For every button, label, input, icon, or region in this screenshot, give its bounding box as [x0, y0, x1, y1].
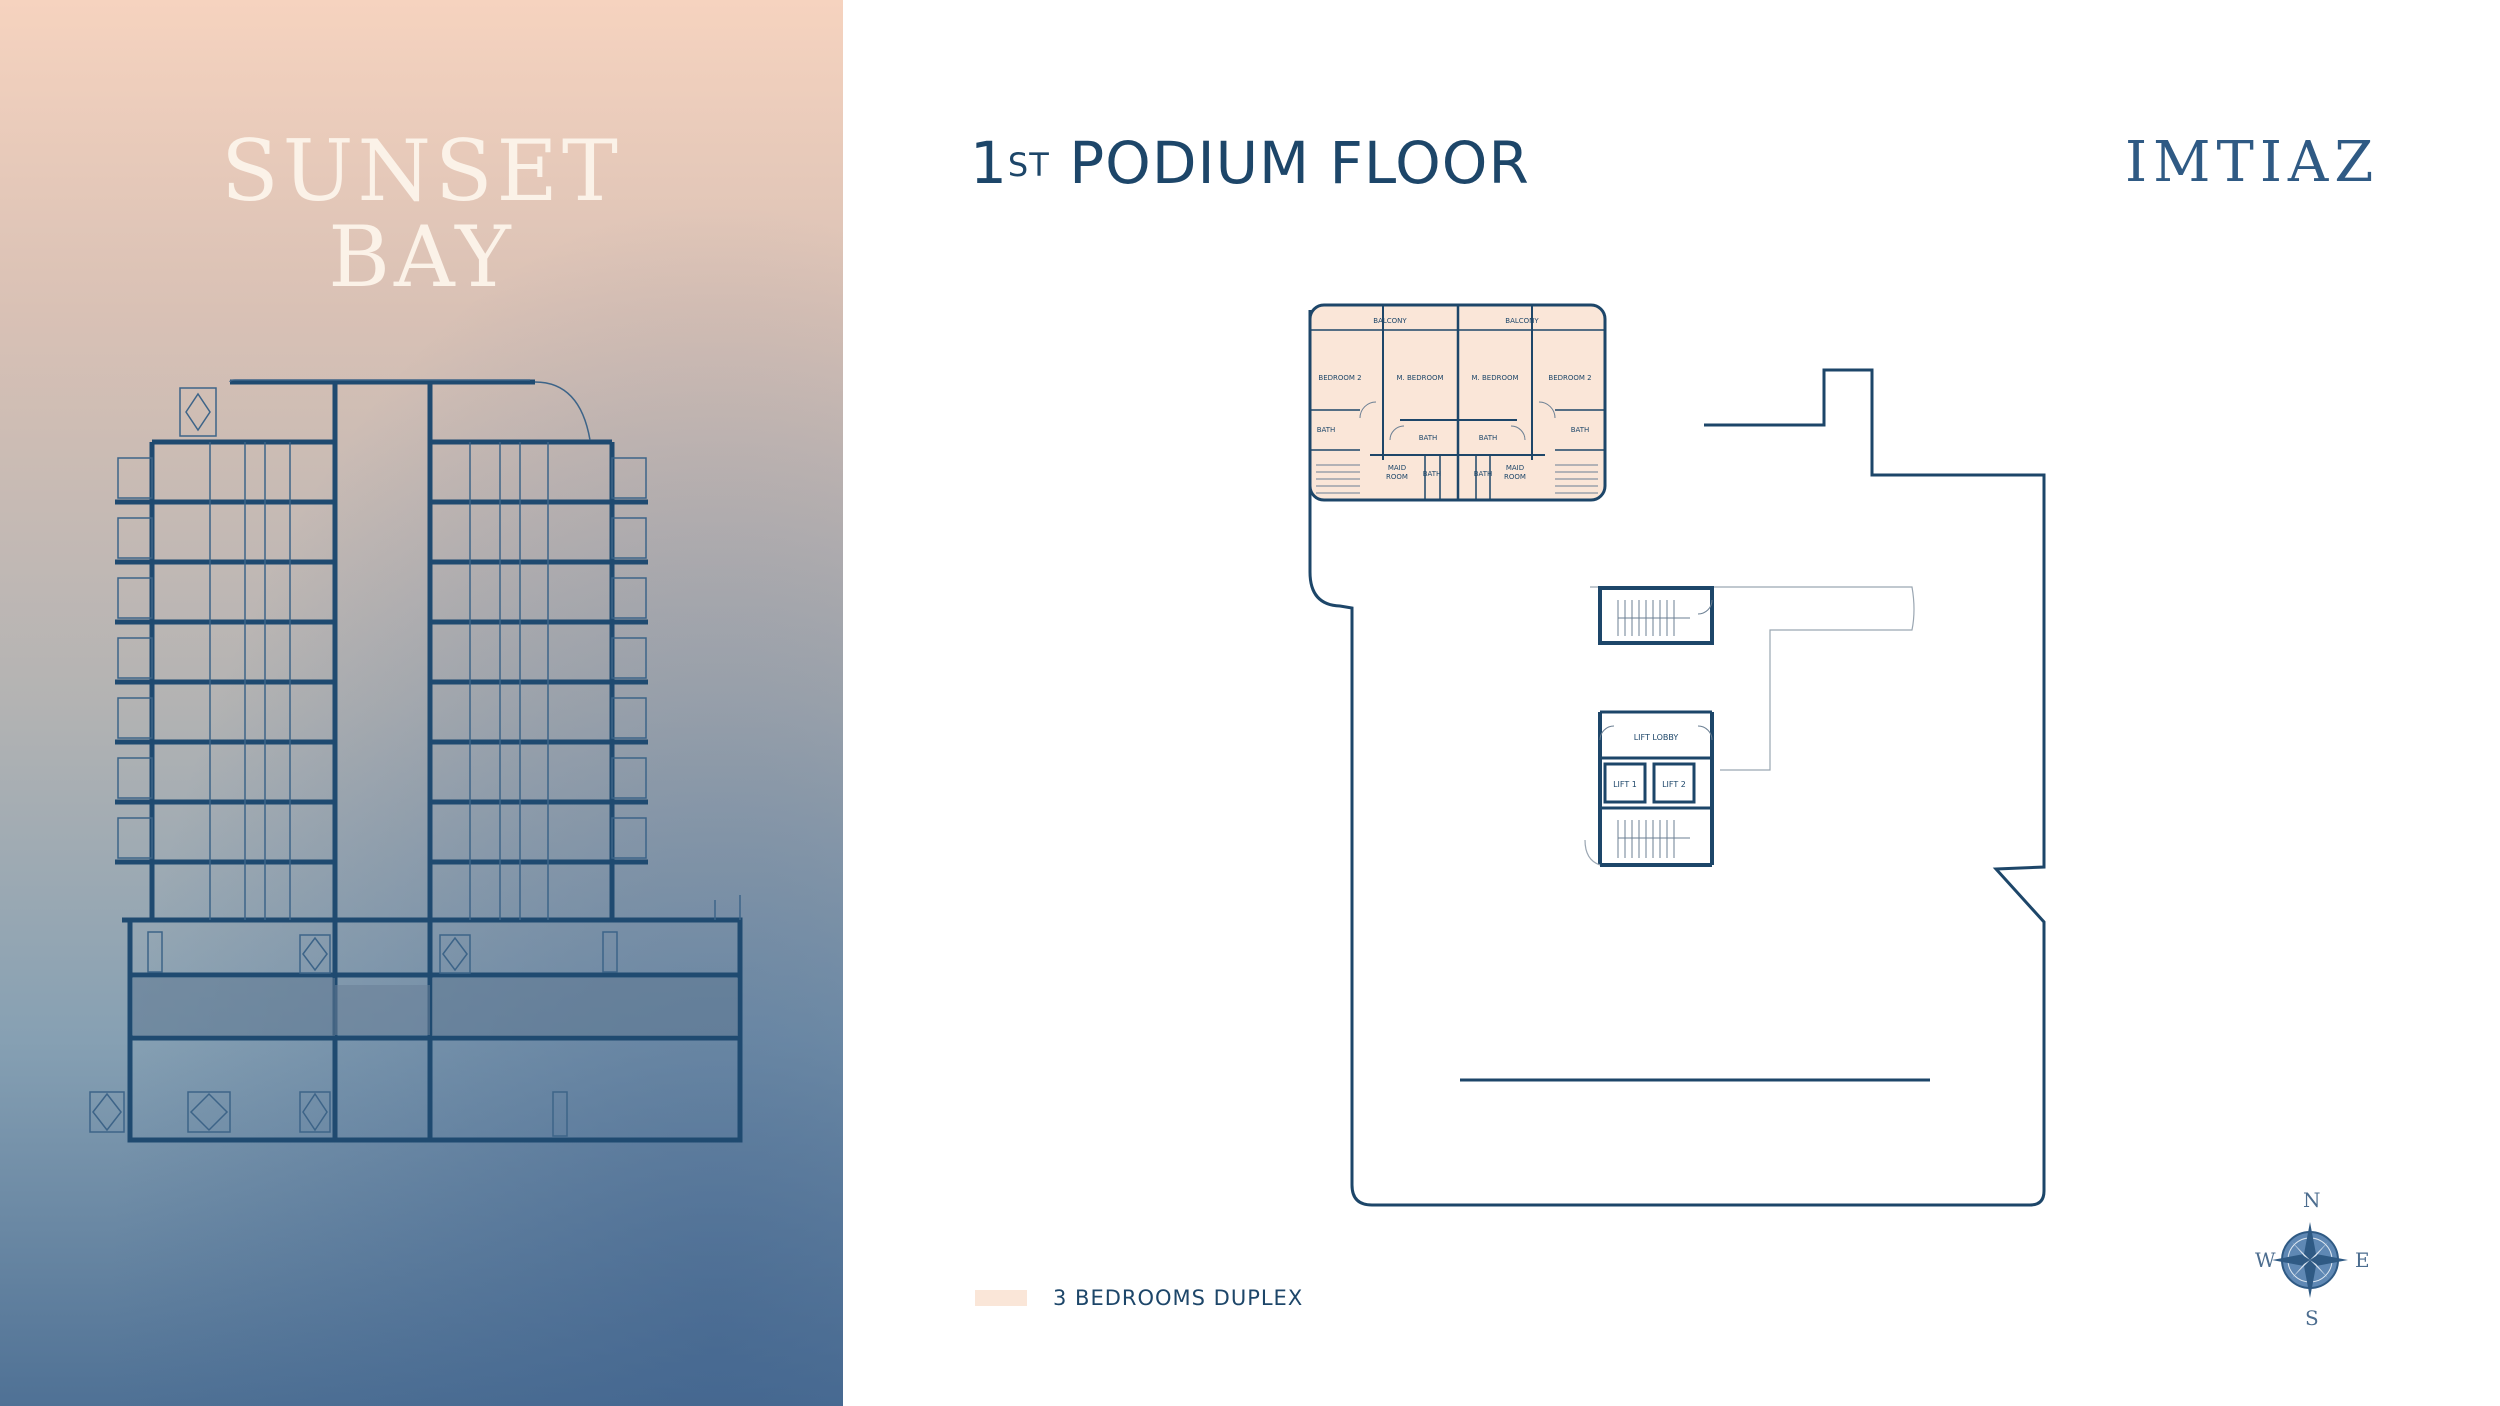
duplex-units-block: BALCONY BALCONY BEDROOM 2 M. BEDROOM M. …: [1308, 303, 1607, 502]
label-bath-center-left: BATH: [1419, 434, 1438, 442]
floor-number: 1: [970, 129, 1008, 197]
project-name-line-2: BAY: [328, 208, 515, 306]
compass-west: W: [2255, 1248, 2276, 1272]
label-balcony-right: BALCONY: [1505, 317, 1539, 325]
podium-floor-plan: BALCONY BALCONY BEDROOM 2 M. BEDROOM M. …: [1308, 303, 2046, 1207]
label-bath-far-left: BATH: [1317, 426, 1336, 434]
label-master-bedroom-right: M. BEDROOM: [1471, 374, 1518, 382]
plan-legend: 3 BEDROOMS DUPLEX: [975, 1286, 1303, 1310]
lift-core: LIFT LOBBY LIFT 1 LIFT 2: [1584, 710, 1714, 867]
label-bath-far-right: BATH: [1571, 426, 1590, 434]
label-bath-small-right: BATH: [1474, 470, 1493, 478]
label-bath-small-left: BATH: [1423, 470, 1442, 478]
compass-rose: N W E S: [2250, 1190, 2370, 1330]
label-lift-lobby: LIFT LOBBY: [1634, 733, 1679, 742]
label-balcony-left: BALCONY: [1373, 317, 1407, 325]
label-bedroom-2-right: BEDROOM 2: [1548, 374, 1591, 382]
label-maid-room-left-line1: MAID: [1388, 464, 1406, 472]
label-lift-2: LIFT 2: [1662, 780, 1686, 789]
floor-outline: [1308, 310, 2046, 1207]
label-maid-room-left-line2: ROOM: [1386, 473, 1408, 481]
label-maid-room-right-line1: MAID: [1506, 464, 1524, 472]
project-name-line-1: SUNSET: [221, 122, 622, 220]
floor-title: 1ST PODIUM FLOOR: [970, 128, 1530, 198]
compass-star-icon: [2272, 1222, 2348, 1298]
floor-ordinal-suffix: ST: [1007, 146, 1050, 184]
developer-logo: IMTIAZ: [2125, 130, 2380, 195]
project-panel: SUNSET BAY: [0, 0, 843, 1406]
label-master-bedroom-left: M. BEDROOM: [1396, 374, 1443, 382]
floor-title-text: PODIUM FLOOR: [1069, 129, 1530, 197]
label-lift-1: LIFT 1: [1613, 780, 1637, 789]
project-name: SUNSET BAY: [0, 128, 843, 300]
compass-east: E: [2355, 1248, 2370, 1272]
legend-swatch-duplex: [975, 1290, 1027, 1306]
compass-north: N: [2303, 1188, 2321, 1212]
label-bath-center-right: BATH: [1479, 434, 1498, 442]
legend-label-duplex: 3 BEDROOMS DUPLEX: [1053, 1286, 1304, 1310]
building-elevation-drawing: [89, 379, 743, 1143]
stair-core-upper: [1590, 586, 1915, 771]
label-bedroom-2-left: BEDROOM 2: [1318, 374, 1361, 382]
compass-south: S: [2305, 1306, 2319, 1330]
label-maid-room-right-line2: ROOM: [1504, 473, 1526, 481]
